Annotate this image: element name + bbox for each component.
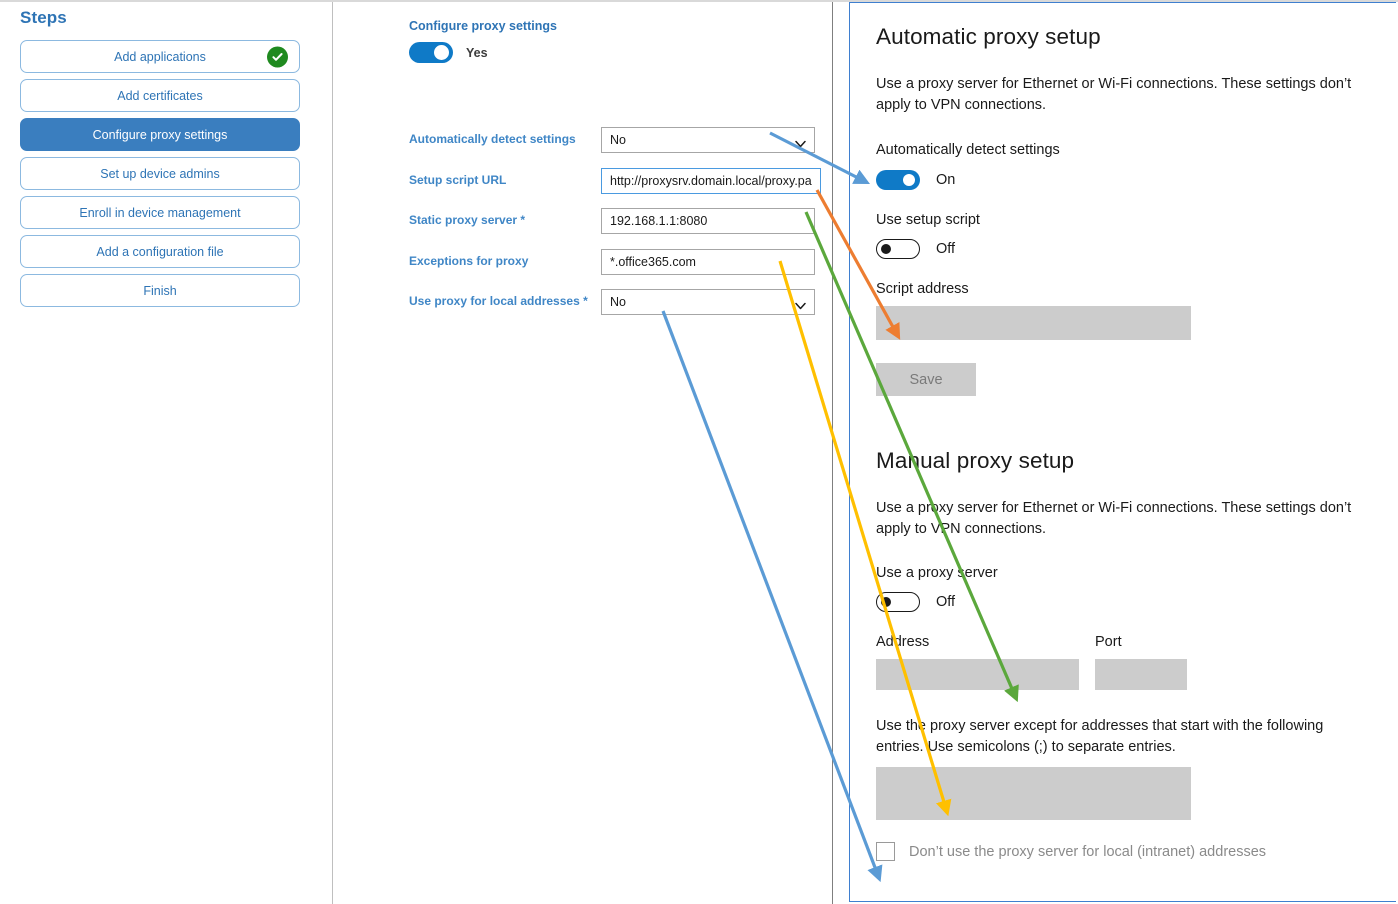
address-input[interactable] xyxy=(876,659,1079,691)
step-label: Finish xyxy=(143,283,177,298)
chevron-down-icon xyxy=(795,137,806,148)
steps-title: Steps xyxy=(20,8,67,27)
check-circle-icon xyxy=(267,46,288,67)
use-a-proxy-server-label: Use a proxy server xyxy=(876,565,998,582)
input-value: http://proxysrv.domain.local/proxy.pa xyxy=(610,174,812,188)
select-value: No xyxy=(610,133,626,147)
save-button[interactable]: Save xyxy=(876,363,976,397)
use-setup-script-row: Off xyxy=(876,239,1396,260)
port-group: Port xyxy=(1095,634,1187,691)
toggle-state-label: Off xyxy=(936,241,956,258)
toggle-knob xyxy=(434,45,449,60)
toggle-state-label: Off xyxy=(936,594,956,611)
use-proxy-for-local-addresses-select[interactable]: No xyxy=(601,289,815,315)
step-item-set-up-device-admins[interactable]: Set up device admins xyxy=(20,157,300,190)
static-proxy-server-input[interactable]: 192.168.1.1:8080 xyxy=(601,208,815,234)
configure-proxy-toggle-label: Yes xyxy=(466,45,488,60)
field-label: Use proxy for local addresses * xyxy=(409,294,588,309)
step-item-finish[interactable]: Finish xyxy=(20,274,300,307)
toggle-knob xyxy=(903,174,915,187)
input-value: 192.168.1.1:8080 xyxy=(610,214,708,228)
automatically-detect-settings-toggle[interactable] xyxy=(876,170,920,191)
bypass-local-checkbox[interactable] xyxy=(876,842,895,862)
required-asterisk: * xyxy=(579,294,588,309)
step-label: Configure proxy settings xyxy=(92,127,228,142)
step-item-add-applications[interactable]: Add applications xyxy=(20,40,300,73)
field-static-proxy-server: Static proxy server * 192.168.1.1:8080 xyxy=(409,207,815,235)
script-address-label: Script address xyxy=(876,281,969,298)
windows-proxy-settings-panel: Automatic proxy setup Use a proxy server… xyxy=(849,2,1396,902)
automatic-proxy-setup-heading: Automatic proxy setup xyxy=(876,24,1101,49)
use-a-proxy-server-toggle[interactable] xyxy=(876,592,920,613)
required-asterisk: * xyxy=(517,213,526,228)
toggle-knob xyxy=(881,244,891,255)
steps-list: Add applications Add certificates Config… xyxy=(20,40,300,313)
automatically-detect-settings-row: On xyxy=(876,170,1396,191)
port-label: Port xyxy=(1095,634,1122,651)
proxy-form-panel: Configure proxy settings Yes Automatical… xyxy=(333,0,833,904)
setup-script-url-input[interactable]: http://proxysrv.domain.local/proxy.pa xyxy=(601,168,821,194)
exceptions-input[interactable] xyxy=(876,767,1191,821)
chevron-down-icon xyxy=(795,299,806,310)
configure-proxy-toggle-row: Yes xyxy=(409,42,488,63)
step-label: Set up device admins xyxy=(100,166,220,181)
step-label: Enroll in device management xyxy=(79,205,241,220)
field-automatically-detect-settings: Automatically detect settings No xyxy=(409,126,815,154)
field-setup-script-url: Setup script URL http://proxysrv.domain.… xyxy=(409,167,821,195)
step-item-add-a-configuration-file[interactable]: Add a configuration file xyxy=(20,235,300,268)
save-button-label: Save xyxy=(909,371,943,388)
toggle-state-label: On xyxy=(936,172,956,189)
select-value: No xyxy=(610,295,626,309)
form-heading: Configure proxy settings xyxy=(409,19,557,33)
toggle-knob xyxy=(881,597,891,608)
field-exceptions-for-proxy: Exceptions for proxy *.office365.com xyxy=(409,248,815,276)
script-address-input[interactable] xyxy=(876,306,1191,341)
address-port-row: Address Port xyxy=(876,634,1396,691)
use-a-proxy-server-row: Off xyxy=(876,592,1396,613)
exceptions-for-proxy-input[interactable]: *.office365.com xyxy=(601,249,815,275)
automatically-detect-settings-select[interactable]: No xyxy=(601,127,815,153)
manual-proxy-setup-description: Use a proxy server for Ethernet or Wi-Fi… xyxy=(876,500,1352,537)
automatically-detect-settings-label: Automatically detect settings xyxy=(876,142,1060,159)
field-label: Setup script URL xyxy=(409,173,507,188)
step-label: Add applications xyxy=(114,49,206,64)
step-label: Add certificates xyxy=(117,88,203,103)
field-label: Automatically detect settings xyxy=(409,132,576,147)
address-group: Address xyxy=(876,634,1079,691)
bypass-local-row: Don’t use the proxy server for local (in… xyxy=(876,842,1396,862)
steps-panel: Steps Add applications Add certificates … xyxy=(0,0,333,904)
address-label: Address xyxy=(876,634,930,651)
step-item-enroll-in-device-management[interactable]: Enroll in device management xyxy=(20,196,300,229)
step-item-add-certificates[interactable]: Add certificates xyxy=(20,79,300,112)
manual-proxy-setup-heading: Manual proxy setup xyxy=(876,448,1075,474)
configure-proxy-toggle[interactable] xyxy=(409,42,453,63)
use-setup-script-label: Use setup script xyxy=(876,212,980,229)
step-label: Add a configuration file xyxy=(96,244,224,259)
exceptions-description: Use the proxy server except for addresse… xyxy=(876,718,1324,755)
input-value: *.office365.com xyxy=(610,255,696,269)
use-setup-script-toggle[interactable] xyxy=(876,239,920,260)
field-use-proxy-for-local-addresses: Use proxy for local addresses * No xyxy=(409,288,815,316)
step-item-configure-proxy-settings[interactable]: Configure proxy settings xyxy=(20,118,300,151)
automatic-proxy-setup-description: Use a proxy server for Ethernet or Wi-Fi… xyxy=(876,76,1352,113)
bypass-local-label: Don’t use the proxy server for local (in… xyxy=(909,843,1267,860)
field-label: Static proxy server * xyxy=(409,213,526,228)
port-input[interactable] xyxy=(1095,659,1187,691)
field-label: Exceptions for proxy xyxy=(409,254,529,269)
